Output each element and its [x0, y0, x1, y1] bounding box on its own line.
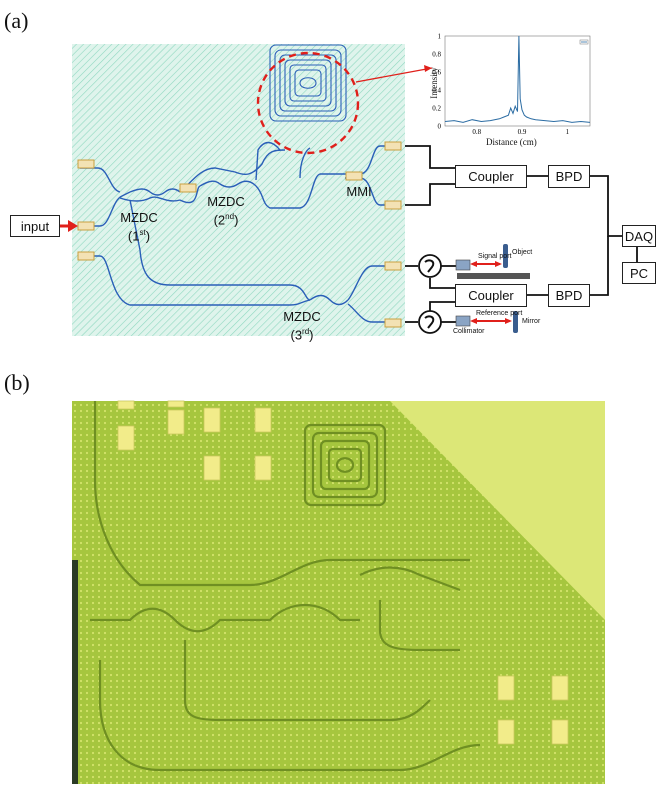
inset-xtick-label: 0.9 [518, 128, 527, 136]
daq-label: DAQ [625, 229, 653, 244]
circulator-icon [419, 255, 441, 333]
chip-micrograph [72, 401, 605, 784]
coupler-top-box: Coupler [455, 165, 527, 188]
inset-ytick-label: 0 [438, 123, 442, 131]
mzdc3-order: (3rd) [280, 324, 324, 342]
bpd-top-box: BPD [548, 165, 590, 188]
object-label: Object [512, 249, 532, 256]
reference-port-label: Reference port [476, 310, 522, 317]
pc-box: PC [622, 262, 656, 284]
inset-xtick-label: 1 [566, 128, 570, 136]
signal-port-label: Signal port [478, 253, 511, 260]
mmi-label: MMI [342, 184, 376, 199]
coupler-bottom-box: Coupler [455, 284, 527, 307]
inset-xlabel: Distance (cm) [486, 137, 537, 147]
input-box: input [10, 215, 60, 237]
coupler-top-label: Coupler [468, 169, 514, 184]
mzdc3-name: MZDC [280, 309, 324, 324]
collimator-label: Collimator [453, 328, 485, 335]
mzdc1-label: MZDC (1st) [117, 210, 161, 243]
mzdc1-name: MZDC [117, 210, 161, 225]
inset-ylabel: Intensity [429, 67, 439, 99]
inset-ytick-label: 1 [438, 33, 442, 41]
input-label: input [21, 219, 49, 234]
mzdc2-label: MZDC (2nd) [204, 194, 248, 227]
bpd-bottom-label: BPD [556, 288, 583, 303]
mzdc3-label: MZDC (3rd) [280, 309, 324, 342]
pc-label: PC [630, 266, 648, 281]
bpd-top-label: BPD [556, 169, 583, 184]
mzdc2-order: (2nd) [204, 209, 248, 227]
inset-ytick-label: 0.2 [432, 105, 441, 113]
mzdc1-order: (1st) [117, 225, 161, 243]
inset-ytick-label: 0.8 [432, 51, 441, 59]
mzdc2-name: MZDC [204, 194, 248, 209]
daq-box: DAQ [622, 225, 656, 247]
bpd-bottom-box: BPD [548, 284, 590, 307]
inset-xtick-label: 0.8 [472, 128, 481, 136]
inset-plot-area [445, 36, 590, 126]
mirror-label: Mirror [522, 318, 540, 325]
coupler-bottom-label: Coupler [468, 288, 514, 303]
